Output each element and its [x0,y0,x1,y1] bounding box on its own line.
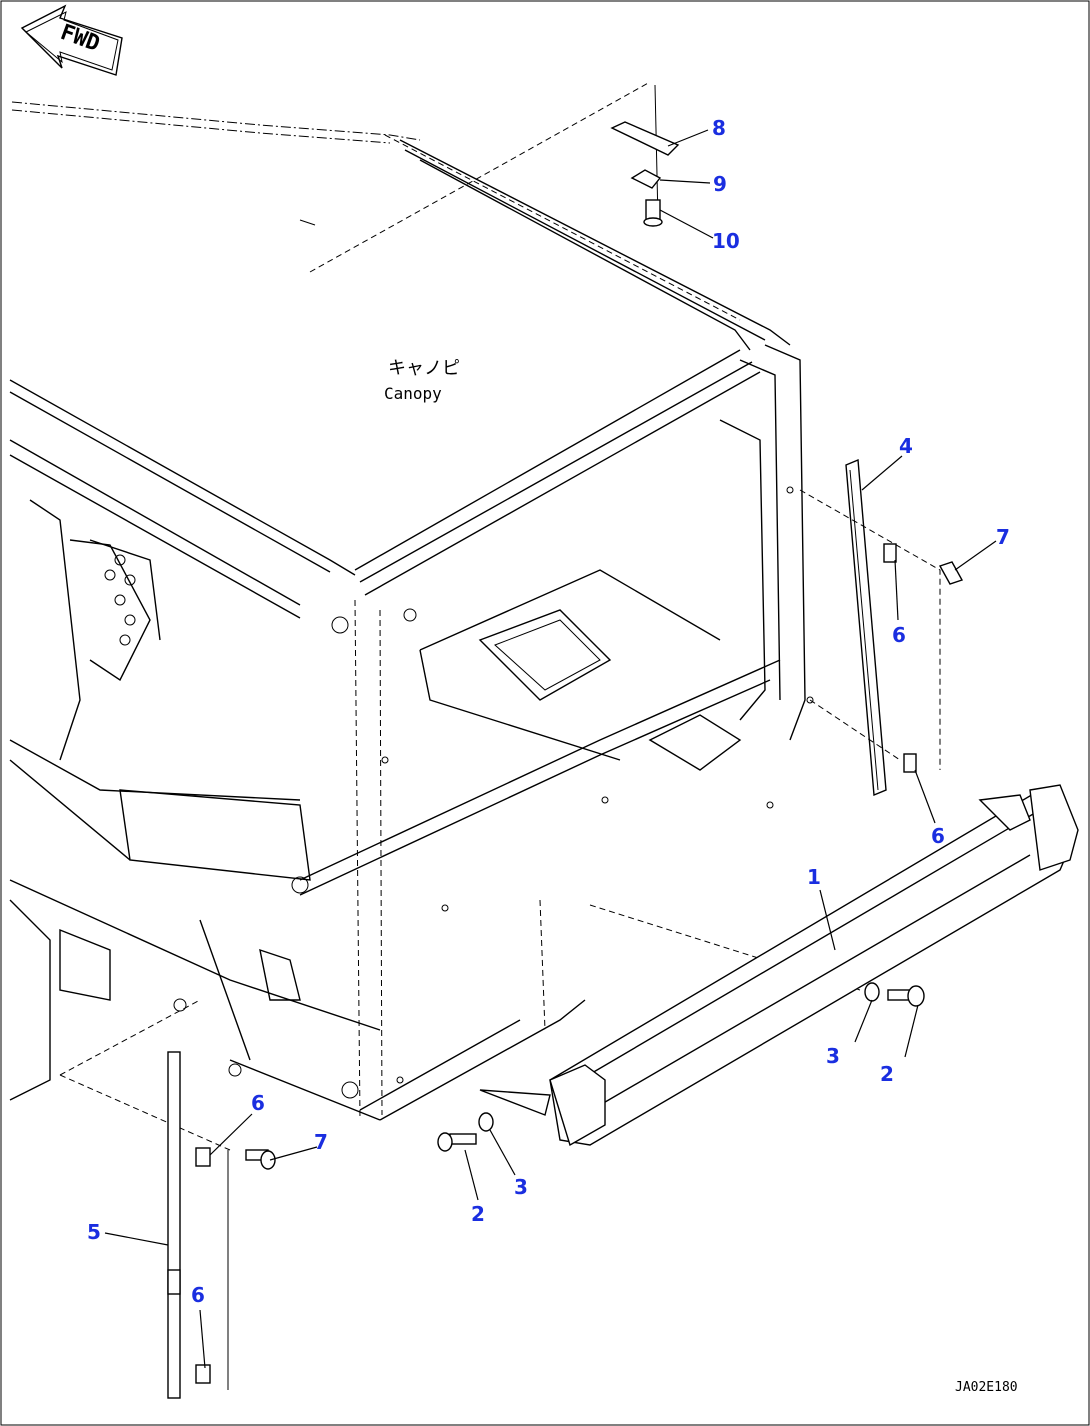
drawing-code: JA02E180 [955,1380,1018,1395]
lower-cover-bar [479,784,1079,1147]
callout-3-right: 3 [826,1044,840,1068]
callout-10: 10 [712,229,740,253]
fwd-arrow-icon [20,4,123,76]
callout-1: 1 [807,865,821,889]
callout-7-right: 7 [996,525,1010,549]
callout-3-center: 3 [514,1175,528,1199]
callout-6-right-lower: 6 [931,824,945,848]
bolt-washer-center [437,1112,494,1152]
callout-6-left-lower: 6 [191,1283,205,1307]
callout-5: 5 [87,1220,101,1244]
canopy-label-jp: キャノピ [388,358,460,379]
callout-6-left-upper: 6 [251,1091,265,1115]
callout-4: 4 [899,434,913,458]
callout-6-right-upper: 6 [892,623,906,647]
right-trim-strip [799,458,964,797]
left-trim-strip [167,1051,276,1399]
canopy-outline [9,81,861,1151]
callout-8: 8 [712,116,726,140]
bolt-washer-right [864,982,925,1007]
callout-2-center: 2 [471,1202,485,1226]
canopy-label-en: Canopy [384,384,442,403]
callout-2-right: 2 [880,1062,894,1086]
callout-9: 9 [713,172,727,196]
roof-bracket-group [610,84,680,227]
callout-7-left: 7 [314,1130,328,1154]
leader-lines [104,129,997,1369]
